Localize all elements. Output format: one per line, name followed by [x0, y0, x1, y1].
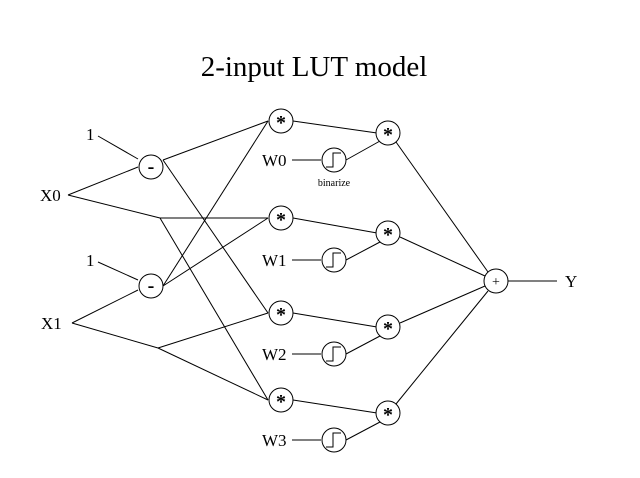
input-x1-label: X1 — [41, 314, 62, 333]
wire-const0-sub0 — [97, 135, 139, 160]
binarize-node-3 — [321, 427, 347, 453]
wires — [67, 120, 557, 441]
wire-x1-junction — [71, 322, 159, 349]
sum-node: + — [483, 268, 509, 294]
constant-1-top: 1 — [86, 125, 95, 144]
wire-sub1-mul0 — [162, 120, 269, 287]
wire-mulb3-sum — [395, 290, 489, 405]
wire-x1-mul3b — [157, 347, 269, 401]
multiply-symbol: * — [383, 404, 393, 426]
weight-multiply-node-0: * — [375, 120, 401, 146]
wire-bin2-mulb2 — [345, 335, 381, 355]
multiply-symbol: * — [383, 318, 393, 340]
wire-x1-mul2 — [157, 312, 269, 349]
wire-mulb1-sum — [399, 236, 486, 277]
wire-x1-sub1 — [71, 289, 139, 324]
wire-bin3-mulb3 — [345, 421, 381, 441]
multiply-node-2: * — [268, 300, 294, 326]
multiply-symbol: * — [276, 112, 286, 134]
wire-x0-junction — [67, 194, 161, 219]
weight-multiply-node-2: * — [375, 314, 401, 340]
wire-x0-mul3 — [159, 217, 269, 401]
binarize-node-1 — [321, 247, 347, 273]
wire-sub0-mul0 — [162, 120, 269, 161]
subtract-node-0: - — [138, 154, 164, 180]
weight-multiply-node-1: * — [375, 220, 401, 246]
weight-w2-label: W2 — [262, 345, 287, 364]
wire-const1-sub1 — [97, 261, 139, 281]
wire-sub1-mul1 — [162, 217, 269, 287]
subtract-node-1: - — [138, 273, 164, 299]
wire-mul3-mulb3 — [292, 399, 378, 414]
subtract-symbol: - — [148, 275, 155, 297]
diagram-title: 2-input LUT model — [201, 51, 428, 83]
wire-mulb2-sum — [399, 285, 486, 324]
step-function-icon — [326, 432, 341, 448]
wire-mul1-mulb1 — [292, 217, 378, 234]
subtract-symbol: - — [148, 156, 155, 178]
weight-w1-label: W1 — [262, 251, 287, 270]
step-function-icon — [326, 152, 341, 168]
plus-symbol: + — [492, 275, 500, 290]
weight-w3-label: W3 — [262, 431, 287, 450]
wire-mul2-mulb2 — [292, 312, 378, 328]
input-x0-label: X0 — [40, 186, 61, 205]
step-function-icon — [326, 346, 341, 362]
multiply-symbol: * — [383, 224, 393, 246]
multiply-node-1: * — [268, 205, 294, 231]
binarize-label: binarize — [318, 178, 351, 189]
multiply-symbol: * — [276, 209, 286, 231]
wire-bin1-mulb1 — [345, 241, 381, 261]
multiply-node-3: * — [268, 387, 294, 413]
binarize-node-2 — [321, 341, 347, 367]
output-y-label: Y — [565, 272, 577, 291]
weight-w0-label: W0 — [262, 151, 287, 170]
wire-x0-sub0 — [67, 166, 139, 196]
binarize-node-0 — [321, 147, 347, 173]
multiply-symbol: * — [383, 124, 393, 146]
wire-sub0-mul2 — [162, 159, 269, 314]
step-function-icon — [326, 252, 341, 268]
multiply-node-0: * — [268, 108, 294, 134]
wire-mul0-mulb0 — [292, 120, 378, 134]
multiply-symbol: * — [276, 304, 286, 326]
wire-mulb0-sum — [395, 141, 489, 273]
multiply-symbol: * — [276, 391, 286, 413]
wire-bin0-mulb0 — [345, 140, 381, 161]
constant-1-bottom: 1 — [86, 251, 95, 270]
weight-multiply-node-3: * — [375, 400, 401, 426]
